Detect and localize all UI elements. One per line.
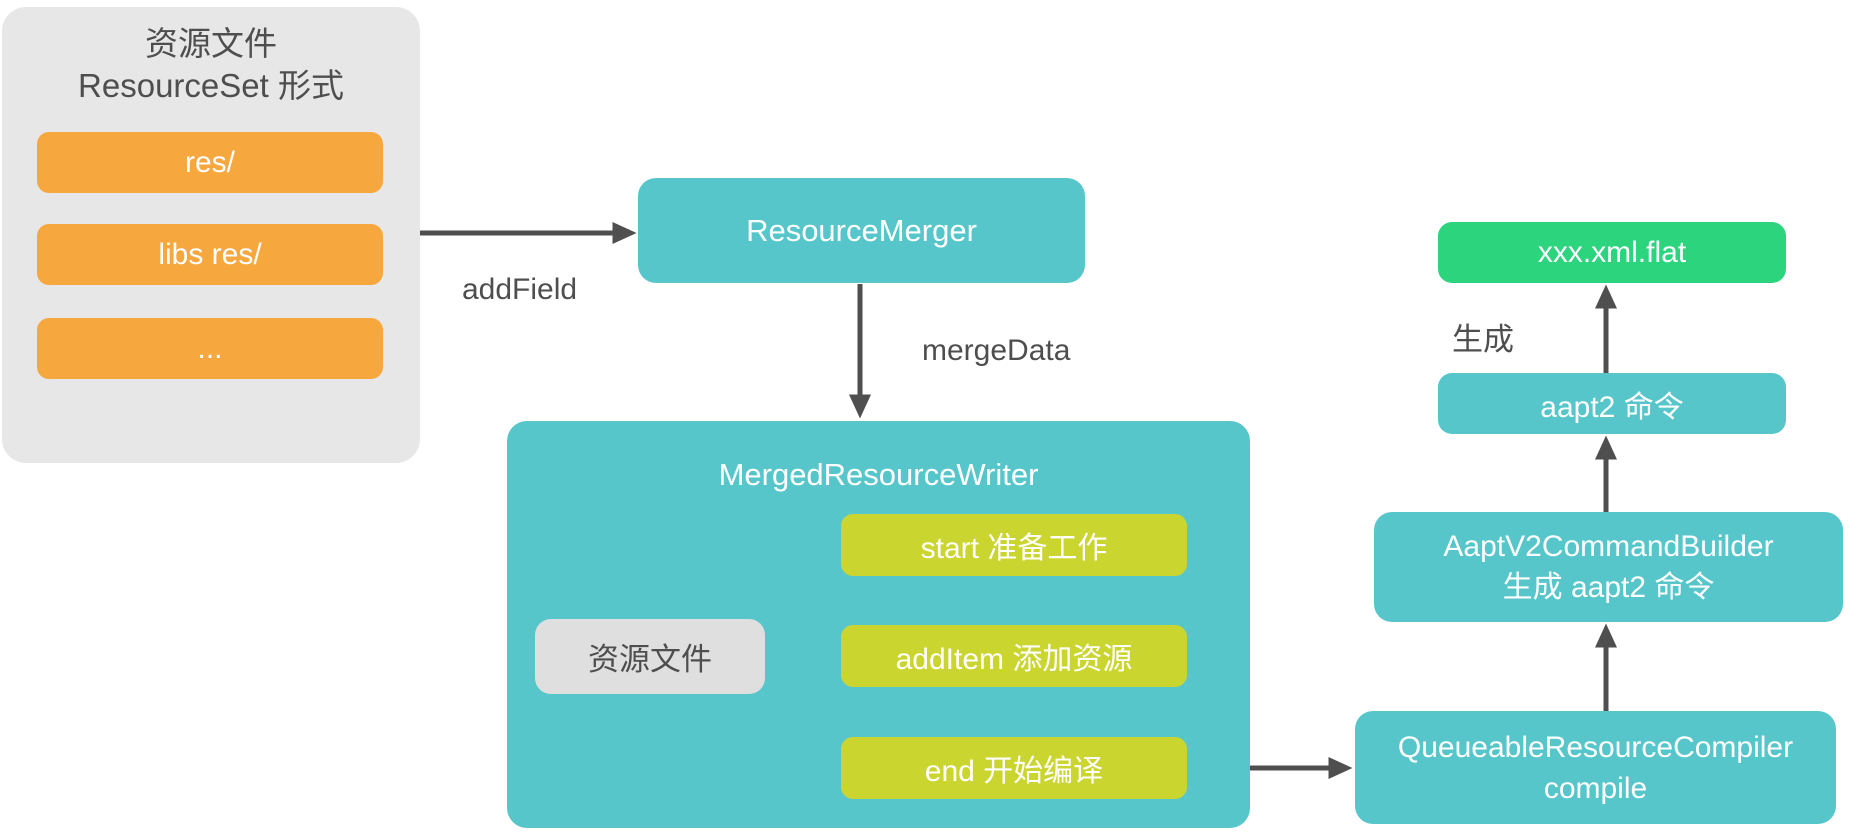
edge-label-addfield: addField [462, 273, 578, 306]
panel-title-line1: 资源文件 [145, 25, 277, 62]
resource-set-panel-title: 资源文件 ResourceSet 形式 [2, 23, 420, 107]
step-start: start 准备工作 [841, 514, 1187, 576]
resource-item-libs-res: libs res/ [37, 224, 383, 285]
node-resource-merger: ResourceMerger [638, 178, 1085, 283]
step-additem: addItem 添加资源 [841, 625, 1187, 687]
resource-item-more: ... [37, 318, 383, 379]
node-aapt2-command: aapt2 命令 [1438, 373, 1786, 434]
edge-label-generate: 生成 [1452, 322, 1514, 357]
aapt-builder-line1: AaptV2CommandBuilder [1443, 530, 1774, 563]
step-end: end 开始编译 [841, 737, 1187, 799]
resource-file-chip: 资源文件 [535, 619, 765, 694]
queueable-line1: QueueableResourceCompiler [1397, 730, 1794, 764]
panel-title-line2: ResourceSet 形式 [78, 67, 344, 104]
node-aaptv2-command-builder: AaptV2CommandBuilder 生成 aapt2 命令 [1374, 512, 1843, 622]
queueable-line2: compile [1543, 771, 1648, 805]
resource-item-res: res/ [37, 132, 383, 193]
edge-label-mergedata: mergeData [922, 334, 1071, 367]
resource-set-panel: 资源文件 ResourceSet 形式 res/ libs res/ ... [2, 7, 420, 463]
node-queueable-resource-compiler: QueueableResourceCompiler compile [1355, 711, 1836, 824]
merged-resource-writer-title: MergedResourceWriter [718, 457, 1039, 492]
aapt-builder-line2: 生成 aapt2 命令 [1502, 571, 1715, 604]
node-merged-resource-writer: MergedResourceWriter start 准备工作 addItem … [507, 421, 1250, 828]
node-flat-output: xxx.xml.flat [1438, 222, 1786, 283]
